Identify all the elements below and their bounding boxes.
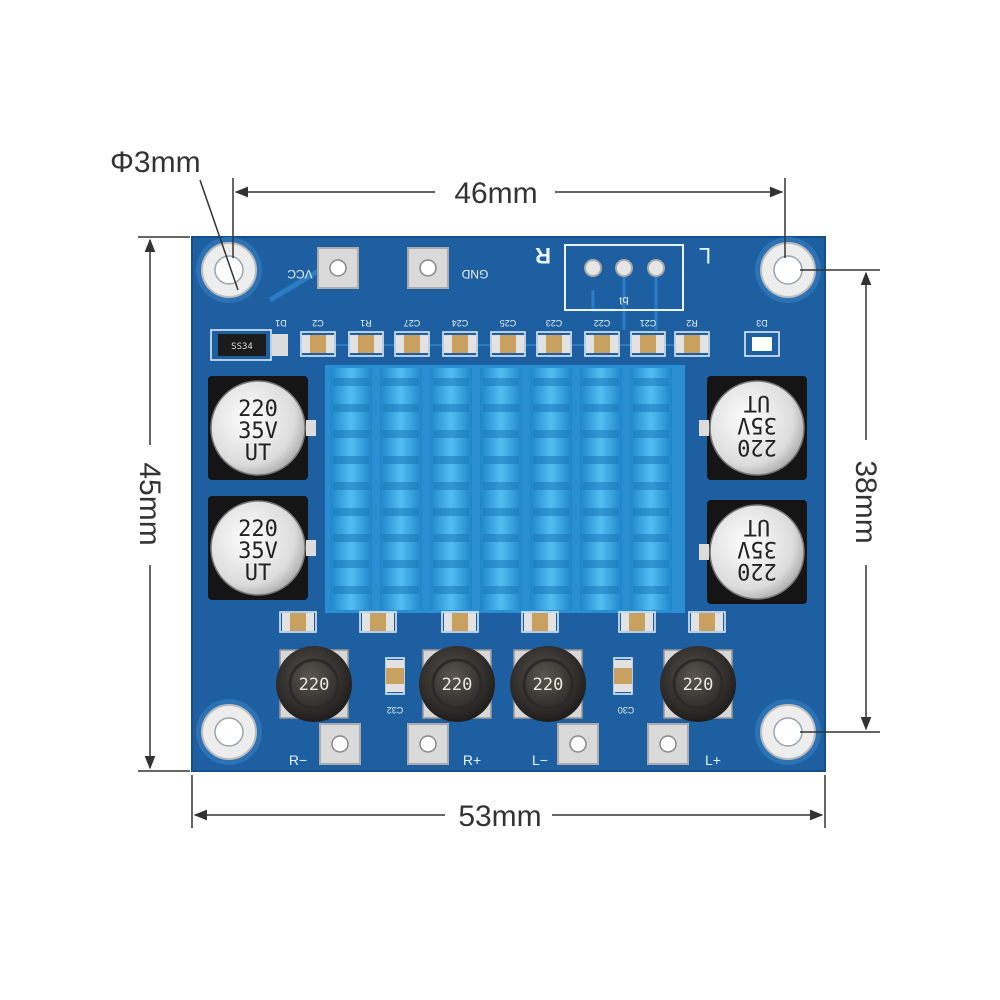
hole-diameter-leader [199, 179, 239, 291]
board-height-label: 45mm [133, 462, 166, 545]
vcc-label: VCC [287, 267, 313, 281]
heatsink [325, 365, 685, 613]
smd-c23 [536, 331, 572, 357]
pot-pin-1 [584, 259, 602, 277]
top-component-row: C2 R1 C27 C24 C25 C23 C22 C21 R2 D3 [300, 318, 780, 357]
r-plus-label: R+ [463, 752, 481, 768]
l-minus-label: L− [532, 752, 548, 768]
smd-part [614, 660, 632, 692]
r-plus-pad [407, 723, 449, 765]
smd-d3 [744, 331, 780, 357]
inductor: 220 [276, 646, 352, 722]
l-plus-pad [647, 723, 689, 765]
smd-label-r2: R2 [686, 318, 698, 328]
capacitor-voltage: 35V [238, 539, 278, 564]
inductor: 220 [419, 646, 495, 722]
smd-part [524, 613, 556, 631]
capacitor-value: 220 [238, 517, 278, 542]
hole-diameter-label: Φ3mm [110, 146, 201, 179]
smd-label-c21: C21 [640, 318, 657, 328]
pot-label: bʇ [619, 294, 628, 306]
capacitor-brand: UT [245, 441, 272, 466]
channel-l-label: L [699, 243, 711, 268]
inductor: 220 [510, 646, 586, 722]
mounting-hole-bottom-left [195, 698, 263, 766]
l-plus-label: L+ [705, 752, 721, 768]
smd-part [621, 613, 653, 631]
smd-part [362, 613, 394, 631]
smd-c25 [490, 331, 526, 357]
c32-label: C32 [387, 705, 404, 715]
inductor-value: 220 [299, 675, 330, 695]
smd-label-c23: C23 [546, 318, 563, 328]
inductor-value: 220 [533, 675, 564, 695]
capacitor-value: 220 [737, 558, 777, 583]
smd-label-d3: D3 [756, 318, 768, 328]
smd-c24 [442, 331, 478, 357]
capacitor-brand: UT [744, 390, 771, 415]
inductor-group: 220 220 220 220 [276, 646, 736, 722]
capacitor-voltage: 35V [737, 412, 777, 437]
smd-label-c25: C25 [500, 318, 517, 328]
smd-part [691, 613, 723, 631]
capacitor-voltage: 35V [238, 419, 278, 444]
inductor: 220 [660, 646, 736, 722]
ss34-marking: SS34 [231, 342, 253, 352]
vcc-pad [317, 247, 359, 289]
smd-part [386, 660, 404, 692]
r-minus-label: R− [289, 752, 307, 768]
smd-label-c27: C27 [404, 318, 421, 328]
gnd-pad [407, 247, 449, 289]
d1-label: D1 [275, 318, 287, 328]
board-width-label: 53mm [458, 800, 541, 833]
l-minus-pad [557, 723, 599, 765]
smd-label-c22: C22 [594, 318, 611, 328]
smd-c22 [584, 331, 620, 357]
smd-c21 [630, 331, 666, 357]
pot-pin-2 [615, 259, 633, 277]
capacitor-value: 220 [737, 434, 777, 459]
inductor-value: 220 [683, 675, 714, 695]
smd-label-c2: C2 [312, 318, 324, 328]
smd-c2 [300, 331, 336, 357]
pot-outline [564, 244, 684, 311]
channel-r-label: R [535, 243, 551, 268]
smd-part [444, 613, 476, 631]
pot-pin-3 [647, 259, 665, 277]
capacitor-value: 220 [238, 397, 278, 422]
smd-label-c24: C24 [452, 318, 469, 328]
c30-label: C30 [618, 705, 635, 715]
smd-label-r1: R1 [360, 318, 372, 328]
mounting-hole-top-left [195, 236, 263, 304]
hole-spacing-height-label: 38mm [849, 460, 882, 543]
smd-r2 [674, 331, 710, 357]
inductor-value: 220 [442, 675, 473, 695]
smd-r1 [348, 331, 384, 357]
bottom-component-row [279, 611, 726, 695]
r-minus-pad [319, 723, 361, 765]
capacitor-brand: UT [744, 514, 771, 539]
capacitor-brand: UT [245, 561, 272, 586]
smd-c27 [394, 331, 430, 357]
gnd-label: GND [461, 267, 488, 281]
capacitor-voltage: 35V [737, 536, 777, 561]
smd-part [282, 613, 314, 631]
ss34-chip [218, 334, 266, 356]
hole-spacing-width-label: 46mm [454, 177, 537, 210]
